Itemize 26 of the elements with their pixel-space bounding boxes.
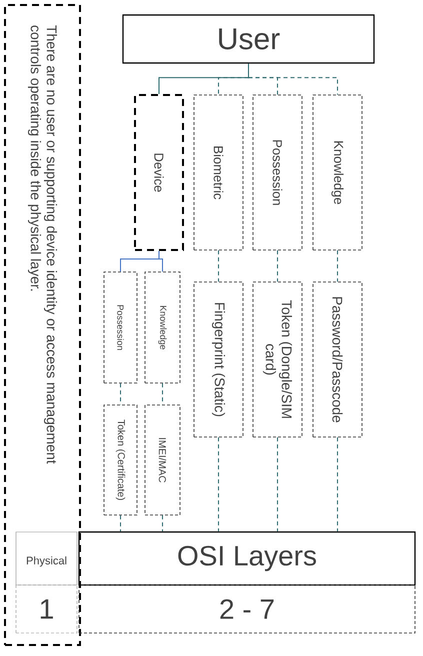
category-box: Biometric [194, 94, 244, 250]
connector-line [337, 250, 338, 282]
method-box: Token (Certificate) [104, 404, 138, 516]
connector-line [277, 436, 278, 532]
factor-box: Possession [104, 272, 138, 384]
method-box: Token (Dongle/SIM card) [252, 282, 302, 438]
category-box: Knowledge [312, 94, 362, 250]
connector-line [218, 250, 219, 282]
category-box: Device [134, 94, 184, 251]
connector-line [337, 436, 338, 532]
method-box: IMEI/MAC [144, 404, 180, 516]
connector-line [218, 436, 219, 532]
table-cell: 2 - 7 [78, 584, 416, 634]
category-box: Possession [252, 94, 302, 250]
table-cell: OSI Layers [78, 531, 416, 586]
connector-line [162, 514, 163, 532]
method-box: Password/Passcode [312, 282, 362, 438]
user-box: User [122, 14, 375, 64]
factor-box: Knowledge [144, 272, 180, 384]
table-cell: 1 [16, 584, 78, 634]
connector-line [277, 250, 278, 282]
connector-line [120, 514, 121, 532]
method-box: Fingerprint (Static) [194, 282, 244, 438]
table-cell: Physical [16, 532, 78, 586]
connector-line [158, 250, 163, 272]
connector-line [248, 63, 338, 96]
